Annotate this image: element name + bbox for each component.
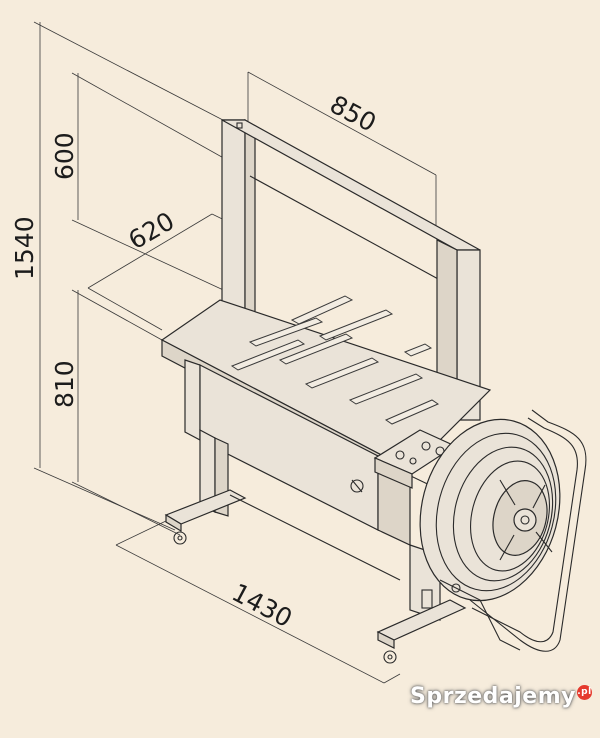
dim-label-table-height: 810 (50, 360, 79, 408)
strap-coil-reel (419, 409, 587, 652)
machine-body (160, 118, 492, 664)
dim-label-arch-width: 850 (325, 90, 381, 138)
watermark-suffix: .pl (577, 685, 592, 700)
dim-label-total-height: 1540 (10, 216, 39, 280)
dim-label-total-length: 1430 (227, 578, 297, 633)
watermark-text: Sprzedajemy (410, 684, 576, 709)
dimension-lines (33, 21, 437, 684)
dim-label-arch-height: 600 (50, 132, 79, 180)
watermark: Sprzedajemy.pl (410, 684, 592, 709)
